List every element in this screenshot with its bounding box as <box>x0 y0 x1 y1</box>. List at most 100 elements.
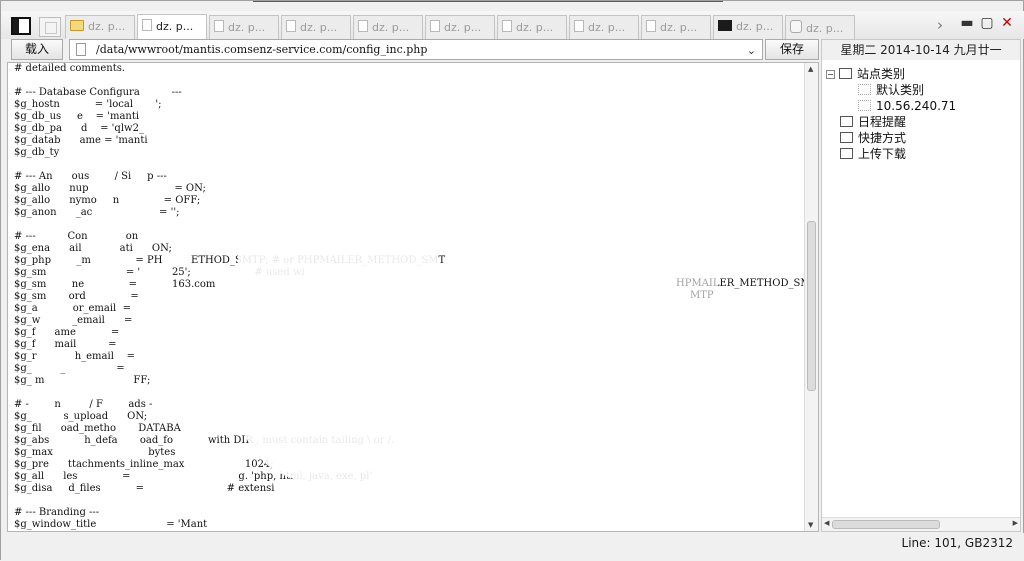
scroll-thumb[interactable] <box>807 221 816 391</box>
save-button[interactable]: 保存 <box>765 39 819 60</box>
tab-label: dz. p... <box>300 21 338 34</box>
scroll-left-icon[interactable]: ◀ <box>824 519 830 527</box>
folder-icon <box>840 148 853 159</box>
code-line: $g_disa d_files = # extensi <box>14 483 275 494</box>
code-line: $g_ _ = <box>14 363 125 374</box>
maximize-icon[interactable]: ▢ <box>980 15 994 31</box>
tab[interactable]: dz. p... <box>785 15 855 39</box>
tree-item[interactable]: −站点类别 <box>826 66 956 82</box>
code-line: $g_w _email = <box>14 315 133 326</box>
code-line: $g_window_title = 'Mant <box>14 519 208 530</box>
tree-item[interactable]: 日程提醒 <box>826 114 956 130</box>
tree-item-label: 日程提醒 <box>858 115 907 129</box>
sidebar-toggle-icon[interactable] <box>11 17 31 35</box>
document-icon <box>430 20 440 32</box>
code-line <box>14 495 804 507</box>
status-text: Line: 101, GB2312 <box>901 536 1013 550</box>
code-line: $g_db_ty <box>14 147 60 158</box>
tab[interactable]: dz. p... <box>137 14 207 40</box>
horizontal-scrollbar[interactable]: ◀ ▶ <box>822 517 1020 531</box>
collapse-icon[interactable]: − <box>826 70 835 79</box>
code-line: $g_datab ame = 'manti <box>14 135 148 146</box>
site-panel: 星期二 2014-10-14 九月廿一 −站点类别默认类别 10.56.240.7… <box>821 39 1021 532</box>
code-line: $g_db_us e = 'manti <box>14 111 140 122</box>
code-line: # --- An ous / Si p --- <box>14 171 167 182</box>
tab-label: dz. p... <box>228 21 266 34</box>
address-bar: 载入 /data/wwwroot/mantis.comsenz-service.… <box>7 39 819 61</box>
code-line: # - n / F ads - <box>14 399 153 410</box>
folder-icon <box>70 20 84 31</box>
tab[interactable]: dz. p... <box>353 15 423 39</box>
document-icon <box>214 20 224 32</box>
code-line <box>14 75 804 87</box>
code-line: $g_ m FF; <box>14 375 151 386</box>
scroll-down-icon[interactable]: ▼ <box>808 521 814 529</box>
code-line: $g_ s_upload ON; <box>14 411 148 422</box>
blurred-overlay <box>468 213 718 323</box>
vertical-scrollbar[interactable]: ▲ ▼ <box>804 63 818 531</box>
code-line: # --- Con on <box>14 231 139 242</box>
tab[interactable]: dz. p... <box>569 15 639 39</box>
tab-label: dz. p... <box>806 22 844 35</box>
tree-item[interactable]: 10.56.240.71 <box>826 98 956 114</box>
scroll-thumb[interactable] <box>832 520 940 529</box>
code-line: $g_hostn = 'local '; <box>14 99 162 110</box>
tree-item-label: 上传下载 <box>858 147 907 161</box>
code-line: $g_sm ne = 163.com <box>14 279 216 290</box>
tab[interactable]: dz. p... <box>497 15 567 39</box>
code-line: $g_f ame = <box>14 327 120 338</box>
minimize-icon[interactable]: ▬ <box>960 15 974 31</box>
code-line: $g_allo nymo n = OFF; <box>14 195 201 206</box>
date-display: 星期二 2014-10-14 九月廿一 <box>822 40 1020 60</box>
code-line: $g_ena ail ati ON; <box>14 243 172 254</box>
tab-label: dz. p... <box>444 21 482 34</box>
document-icon <box>574 20 584 32</box>
tab[interactable]: dz. p... <box>281 15 351 39</box>
disk-icon <box>790 20 802 33</box>
code-line: $g_f mail = <box>14 339 117 350</box>
scroll-right-icon[interactable]: ▶ <box>1012 519 1018 527</box>
code-line: $g_db_pa d = 'qlw2_ <box>14 123 144 134</box>
document-icon <box>358 20 368 32</box>
tree-item-label: 默认类别 <box>876 83 925 97</box>
tab[interactable]: dz. p... <box>641 15 711 39</box>
tab-label: dz. p... <box>372 21 410 34</box>
close-icon[interactable]: ✕ <box>1001 15 1013 31</box>
tab-scroll-right-icon[interactable]: › <box>937 16 943 34</box>
new-tab-icon[interactable] <box>39 17 61 37</box>
load-button[interactable]: 载入 <box>11 39 63 60</box>
code-line: $g_pre ttachments_inline_max 1024; <box>14 459 274 470</box>
file-icon <box>76 43 86 56</box>
document-icon <box>502 20 512 32</box>
tree-item[interactable]: 上传下载 <box>826 146 956 162</box>
code-fragment: HPMAILER_METHOD_SMTP <box>676 278 819 289</box>
file-path-input[interactable]: /data/wwwroot/mantis.comsenz-service.com… <box>69 39 763 60</box>
tab-label: dz. p... <box>588 21 626 34</box>
tree-item-label: 快捷方式 <box>858 131 907 145</box>
status-bar: Line: 101, GB2312 <box>1 533 1024 561</box>
tab-label: dz. p... <box>660 21 698 34</box>
file-path-text: /data/wwwroot/mantis.comsenz-service.com… <box>96 43 428 56</box>
code-editor[interactable]: # detailed comments.# --- Database Confi… <box>7 62 819 532</box>
tab-label: dz. p... <box>88 20 126 33</box>
code-line: $g_max bytes <box>14 447 176 458</box>
tab[interactable]: dz. p... <box>713 15 783 39</box>
tab[interactable]: dz. p... <box>425 15 495 39</box>
code-line: $g_sm ord = <box>14 291 139 302</box>
top-red-rule <box>253 1 723 4</box>
tree-item[interactable]: 快捷方式 <box>826 130 956 146</box>
tab[interactable]: dz. p... <box>209 15 279 39</box>
folder-icon <box>839 68 852 79</box>
code-line: $g_a or_email = <box>14 303 131 314</box>
tree-item-label: 10.56.240.71 <box>876 99 957 113</box>
blurred-overlay <box>238 103 438 483</box>
code-line: $g_all les = g. 'php, html, java, exe, p… <box>14 471 373 482</box>
tab-label: dz. p... <box>736 20 774 33</box>
scroll-up-icon[interactable]: ▲ <box>808 65 814 73</box>
code-line: $g_allo nup = ON; <box>14 183 206 194</box>
chevron-down-icon[interactable]: ⌄ <box>746 44 756 57</box>
tab[interactable]: dz. p... <box>65 15 135 39</box>
tree-item[interactable]: 默认类别 <box>826 82 956 98</box>
site-icon <box>858 84 871 95</box>
